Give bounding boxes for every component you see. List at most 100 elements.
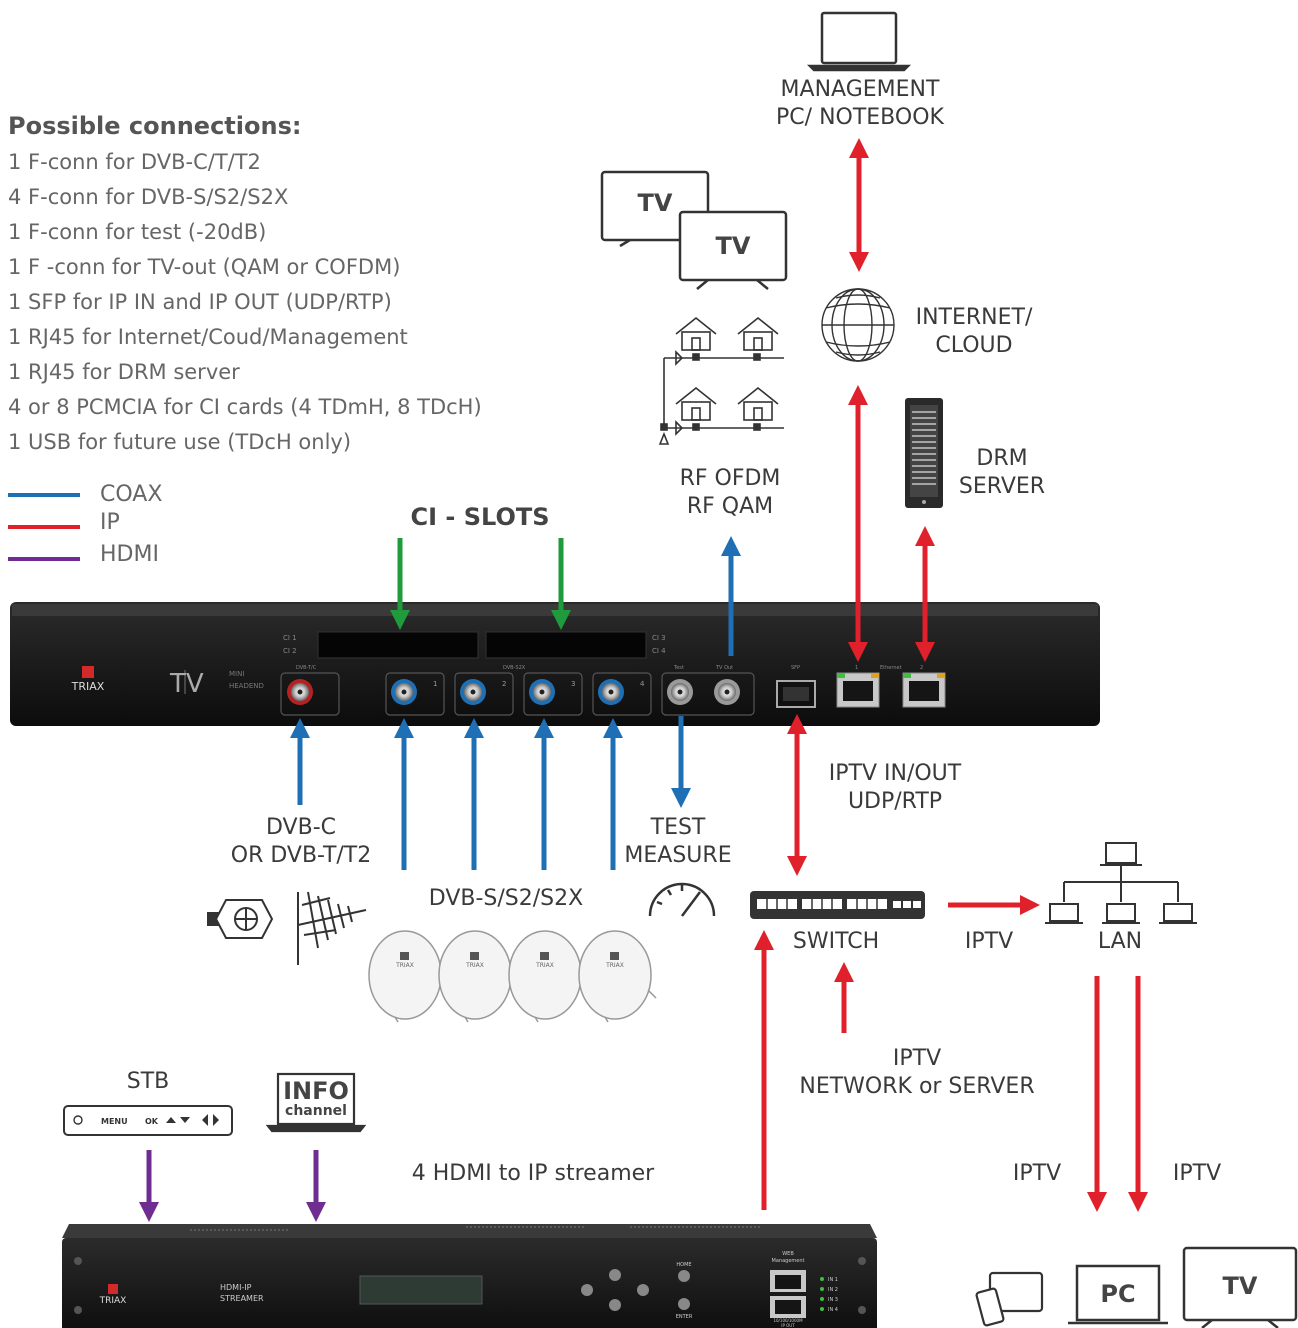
iptv-label: IPTV: [964, 929, 1014, 954]
satellite-dish-icon: [578, 930, 657, 1023]
channel-text: channel: [285, 1103, 347, 1119]
pc-label: PC: [1100, 1280, 1136, 1308]
dish-brand: TRIAX: [535, 962, 554, 969]
tv-label: TV: [1222, 1272, 1258, 1300]
mini-headend-device: [10, 602, 1100, 726]
management-label: PC/ NOTEBOOK: [776, 105, 944, 130]
laptop-icon: [806, 11, 912, 72]
dish-brand: TRIAX: [605, 962, 624, 969]
hdmi-ip-streamer-device: [62, 1224, 877, 1328]
rf-label: RF OFDM: [679, 466, 781, 491]
internet-label: INTERNET/: [915, 305, 1033, 330]
connection-item: 1 USB for future use (TDcH only): [8, 430, 352, 454]
house-distribution-icon: [658, 316, 784, 445]
connection-item: 1 F -conn for TV-out (QAM or COFDM): [8, 255, 401, 279]
dvbc-label: OR DVB-T/T2: [230, 843, 372, 868]
iptv-inout-label: IPTV IN/OUT: [828, 761, 962, 786]
ci-slot-label: CI 4: [652, 647, 666, 655]
info-channel-laptop-icon: [265, 1072, 367, 1133]
input-led-label: IN 1: [828, 1277, 838, 1283]
connection-item: 4 F-conn for DVB-S/S2/S2X: [8, 185, 289, 209]
stb-label: STB: [126, 1069, 170, 1094]
rf-label: RF QAM: [686, 494, 774, 519]
port-label: DVB-S2X: [503, 665, 526, 671]
port-number: 1: [855, 665, 858, 671]
connection-item: 1 RJ45 for Internet/Coud/Management: [8, 325, 408, 349]
tv-icon: [1182, 1246, 1298, 1328]
management-label: MANAGEMENT: [780, 77, 940, 102]
legend-hdmi-label: HDMI: [100, 542, 159, 567]
legend-ip-line: [8, 525, 80, 529]
satellite-dish-icon: [368, 930, 442, 1023]
switch-label: SWITCH: [792, 929, 880, 954]
iptv-inout-label: UDP/RTP: [847, 789, 943, 814]
device1-model-sub: MINI: [229, 670, 244, 678]
tv-label: TV: [637, 189, 673, 217]
test-measure-label: TEST: [650, 815, 706, 840]
iptv-network-label: IPTV: [892, 1046, 942, 1071]
dvbc-label: DVB-C: [266, 815, 336, 840]
stb-menu-label: MENU: [101, 1117, 128, 1126]
iptv-label: IPTV: [1012, 1161, 1062, 1186]
stb-ok-label: OK: [145, 1117, 159, 1126]
coax-connector-icon: [207, 899, 274, 939]
server-icon: [905, 398, 943, 508]
lan-label: LAN: [1097, 929, 1143, 954]
port-number: 1: [433, 680, 437, 688]
legend-coax-line: [8, 493, 80, 497]
dish-brand: TRIAX: [465, 962, 484, 969]
satellite-dish-icon: [508, 930, 582, 1023]
device2-model: STREAMER: [220, 1294, 264, 1303]
connection-item: 1 F-conn for DVB-C/T/T2: [8, 150, 261, 174]
lan-network-icon: [1045, 842, 1197, 924]
ci-slot-label: CI 2: [283, 647, 297, 655]
legend-coax-label: COAX: [100, 482, 163, 507]
connection-item: 1 SFP for IP IN and IP OUT (UDP/RTP): [8, 290, 392, 314]
info-text: INFO: [283, 1077, 349, 1105]
ipout-label: IP OUT: [781, 1323, 795, 1328]
ci-slot-label: CI 3: [652, 634, 666, 642]
tv-icon: [678, 210, 788, 290]
input-led-label: IN 3: [828, 1297, 838, 1303]
device2-model: HDMI-IP: [220, 1283, 252, 1292]
iptv-label: IPTV: [1172, 1161, 1222, 1186]
ci-slot-label: CI 1: [283, 634, 297, 642]
satellite-dish-icon: [438, 930, 512, 1023]
streamer-label: 4 HDMI to IP streamer: [411, 1161, 655, 1186]
connections-title: Possible connections:: [8, 112, 302, 140]
gauge-icon: [648, 882, 716, 917]
device2-brand: TRIAX: [99, 1296, 127, 1306]
ci-slots-label: CI - SLOTS: [410, 503, 550, 531]
web-label: Management: [772, 1258, 805, 1264]
switch-icon: [750, 891, 925, 919]
dvbs-label: DVB-S/S2/S2X: [428, 886, 584, 911]
device1-model: TV: [169, 669, 204, 699]
device1-model-sub: HEADEND: [229, 682, 264, 690]
internet-label: CLOUD: [935, 333, 1013, 358]
dish-brand: TRIAX: [395, 962, 414, 969]
test-measure-label: MEASURE: [624, 843, 732, 868]
drm-label: DRM: [976, 446, 1028, 471]
legend-hdmi-line: [8, 557, 80, 561]
device1-brand: TRIAX: [71, 680, 105, 693]
connection-item: 1 RJ45 for DRM server: [8, 360, 240, 384]
port-label: Ethernet: [880, 665, 902, 671]
legend-ip-label: IP: [100, 510, 120, 535]
port-number: 2: [920, 665, 923, 671]
port-label: DVB-T/C: [296, 665, 317, 671]
tablet-phone-icon: [975, 1271, 1044, 1327]
connection-item: 1 F-conn for test (-20dB): [8, 220, 267, 244]
home-button-label: HOME: [676, 1262, 691, 1268]
stb-remote-icon: [63, 1105, 233, 1136]
connection-item: 4 or 8 PCMCIA for CI cards (4 TDmH, 8 TD…: [8, 395, 482, 419]
port-number: 2: [502, 680, 506, 688]
port-label: Test: [673, 665, 684, 671]
antenna-icon: [297, 891, 367, 965]
input-led-label: IN 4: [828, 1307, 838, 1313]
tv-label: TV: [715, 232, 751, 260]
port-label: SFP: [791, 665, 800, 671]
globe-icon: [821, 288, 895, 362]
web-label: WEB: [782, 1251, 794, 1257]
